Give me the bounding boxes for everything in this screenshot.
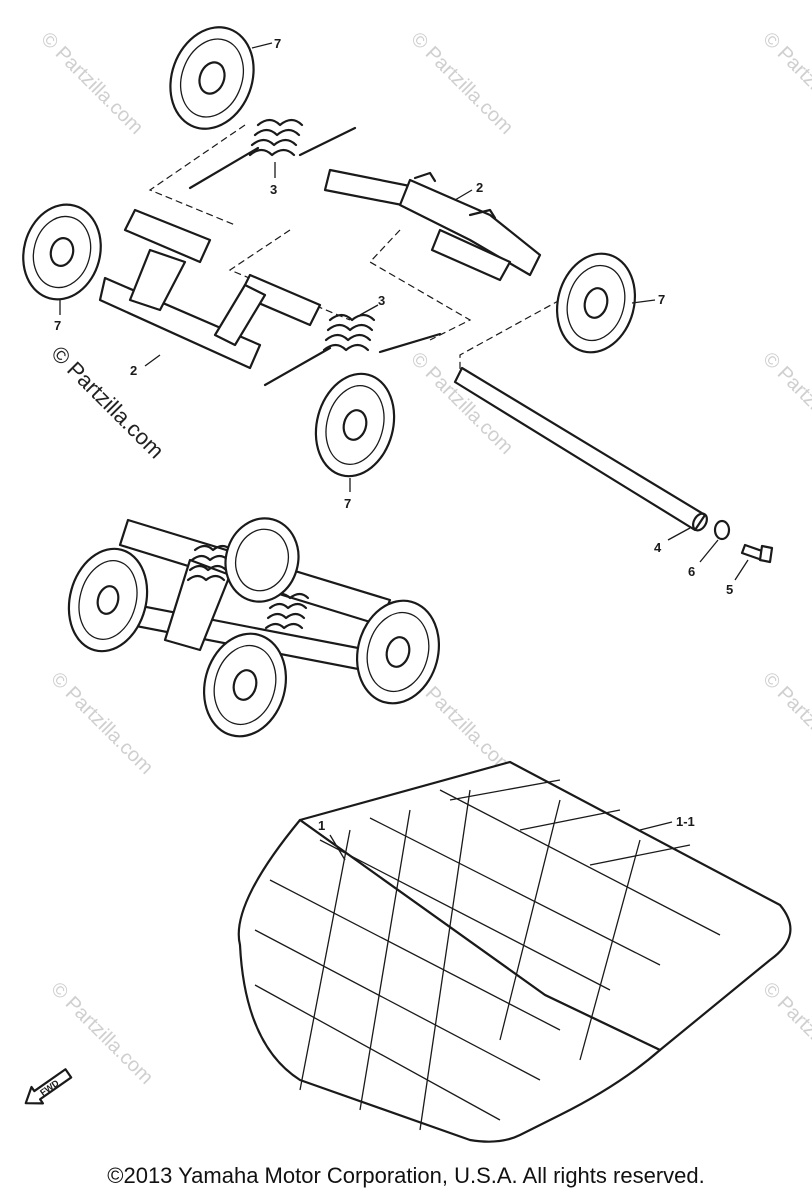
callout-1-1: 1-1 [676,814,695,829]
callout-7: 7 [54,318,61,333]
callout-7: 7 [274,36,281,51]
shaft-assembly-lower [98,208,322,370]
watermark: © Partzilla.com [758,348,812,459]
wheel-bottom [314,372,396,478]
assembled-suspension [67,517,441,738]
callout-3: 3 [270,182,277,197]
washer-6 [713,519,731,541]
wheel-top [169,26,255,130]
callout-7: 7 [658,292,665,307]
rod-4 [453,366,708,532]
callout-2: 2 [476,180,483,195]
callout-3: 3 [378,293,385,308]
assembled-wheel [67,547,149,653]
parts-diagram: © Partzilla.com © Partzilla.com © Partzi… [22,26,812,1143]
watermark: © Partzilla.com [758,978,812,1089]
callout-4: 4 [654,540,662,555]
spring-lower [263,313,442,387]
fwd-arrow-icon: FWD [24,1068,73,1105]
exploded-suspension-assembly [22,26,774,564]
track-belt [237,760,792,1143]
watermark: © Partzilla.com [46,668,157,779]
callout-7: 7 [344,496,351,511]
watermark: © Partzilla.com [36,28,147,139]
shaft-assembly-upper [323,168,542,282]
watermark: © Partzilla.com [758,28,812,139]
watermark: © Partzilla.com [406,28,517,139]
callout-5: 5 [726,582,733,597]
callout-1: 1 [318,818,325,833]
watermark-prominent: © Partzilla.com [46,341,169,464]
watermark: © Partzilla.com [758,668,812,779]
assembled-wheel [224,517,300,603]
wheel-left [22,203,102,301]
wheel-right [555,252,637,354]
bolt-5 [740,543,774,564]
callout-2: 2 [130,363,137,378]
assembled-wheel [355,599,441,705]
assembled-wheel [202,632,288,738]
callout-6: 6 [688,564,695,579]
callouts: 7 3 2 7 2 3 7 7 4 6 5 1 1-1 [54,36,749,861]
spring-upper [188,118,357,190]
copyright-notice: ©2013 Yamaha Motor Corporation, U.S.A. A… [107,1163,705,1188]
